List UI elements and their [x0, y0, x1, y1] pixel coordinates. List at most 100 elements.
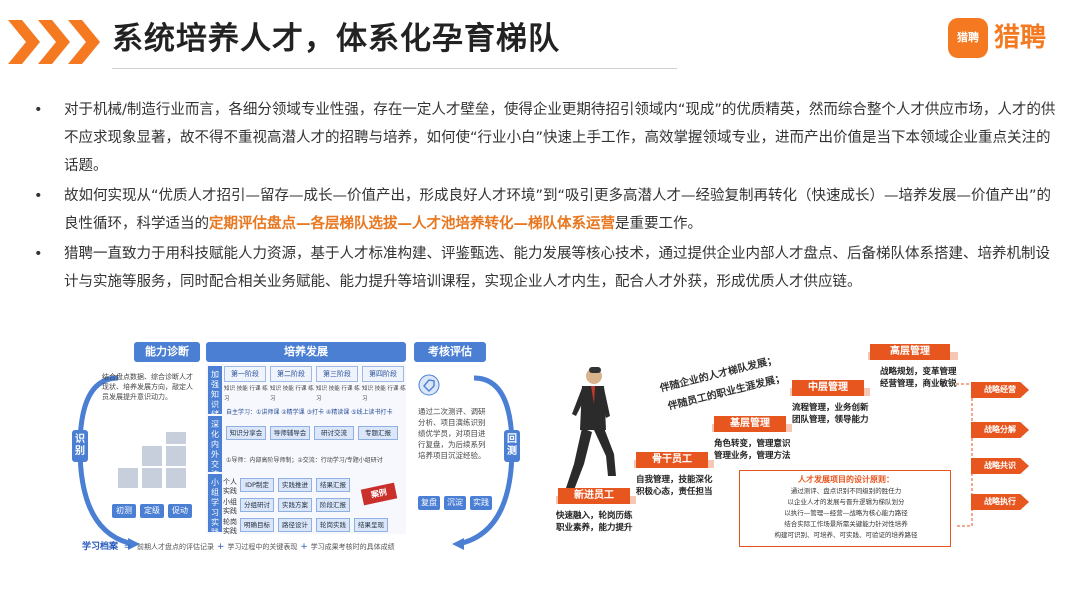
logo-box: 猎聘 [948, 18, 988, 58]
exchange-box-2: 导师辅导会 [270, 426, 310, 440]
bullet-2-text-before: 故如何实现从“优质人才招引—留存—成长—价值产出，形成良好人才环境”到“吸引更多… [64, 188, 1052, 232]
bullet-2-text-after: 是重要工作。 [615, 216, 702, 232]
learning-record: 学习档案 = 前期人才盘点的评估记录 + 学习过程中的关键表现 + 学习成果考核… [82, 540, 395, 554]
record-item-1: 前期人才盘点的评估记录 [137, 543, 215, 551]
tag-strategy-consensus: 战略共识 [971, 458, 1029, 474]
step-senior-desc-2: 经营管理，商业敏锐 [880, 379, 957, 389]
stage-2: 第二阶段 [270, 366, 312, 382]
step-backbone-desc-1: 自我管理，技能深化 [636, 475, 713, 485]
side-tag-identify: 识别 [72, 430, 88, 462]
career-ladder-diagram: 伴随企业的人才梯队发展； 伴随员工的职业生涯发展； 新进员工 快速融入，轮岗历练… [548, 330, 1068, 575]
diagnosis-text: 结合盘点数据、综合诊断人才现状、培养发展方向，敲定人员发展提升意识动力。 [102, 373, 193, 401]
practice-3-item-4: 结果呈现 [354, 518, 388, 532]
bullet-dot-icon: • [34, 188, 43, 204]
diagnosis-btn-2: 定级 [140, 504, 164, 518]
practice-1-item-2: 实践推进 [278, 478, 312, 492]
self-study-text: 自主学习：①讲师课 ②精学课 ③打卡 ④精读课 ⑤线上读书打卡 [226, 409, 393, 416]
design-item-1: 通过测评、盘点识别不同级别的胜任力 [790, 487, 902, 495]
practice-1-item-1: IDP制定 [240, 478, 274, 492]
vbar-exchange: 深化内外交流 [208, 416, 222, 479]
dashed-bracket [956, 383, 973, 527]
step-junior-desc-1: 角色转变，管理意识 [714, 439, 791, 449]
stage-3: 第三阶段 [316, 366, 358, 382]
design-item-2: 以企业人才的发展与晋升逻辑为梯队划分 [787, 498, 905, 506]
evaluation-btn-1: 复盘 [418, 496, 440, 510]
tag-strategy-operation: 战略经营 [971, 382, 1029, 398]
step-new-employee: 新进员工 [558, 488, 630, 504]
bullet-dot-icon: • [34, 246, 43, 262]
talent-development-diagram: 能力诊断 培养发展 考核评估 识别 回测 结合盘点数据、综合诊断人才现状、培养发… [72, 336, 520, 562]
design-item-3: 以执行—管理—经营—战略为核心能力路径 [784, 509, 908, 517]
practice-2-item-3: 阶段汇报 [316, 498, 350, 512]
logo-text: 猎聘 [994, 23, 1047, 53]
diagnosis-btn-3: 促动 [168, 504, 192, 518]
bullet-1: • 对于机械/制造行业而言，各细分领域专业性强，存在一定人才壁垒，使得企业更期待… [28, 96, 1058, 180]
stage-1: 第一阶段 [224, 366, 266, 382]
design-item-4: 结合实际工作场景所需关键能力针对性培养 [784, 520, 908, 528]
practice-3-item-2: 路径设计 [278, 518, 312, 532]
stage-1-sub: 知识 技能 行课 练习 [224, 386, 268, 402]
step-middle-desc-1: 流程管理，业务创新 [792, 403, 869, 413]
design-item-5: 构建可识别、可培养、可实践、可验证的培养路径 [774, 531, 918, 539]
bullet-2-highlight: 定期评估盘点—各层梯队选拔—人才池培养转化—梯队体系运营 [209, 216, 615, 232]
step-middle-mgmt: 中层管理 [792, 380, 864, 396]
record-equals: = [123, 542, 132, 552]
design-title: 人才发展项目的设计原则： [798, 475, 894, 484]
practice-label-1: 个人实践 [223, 478, 237, 495]
grid-chart-icon [118, 432, 186, 488]
bullet-dot-icon: • [34, 102, 43, 118]
evaluation-text: 通过二次测评、调研分析、项目演练识别绩优学员，对项目进行复盘，为后续系列培养项目… [418, 407, 486, 460]
practice-2-item-2: 实践方案 [278, 498, 312, 512]
evaluation-btn-2: 沉淀 [444, 496, 466, 510]
step-junior-desc-2: 管理业务，管理方法 [714, 451, 791, 461]
tag-strategy-execution: 战略执行 [971, 494, 1029, 510]
record-label: 学习档案 [82, 542, 119, 552]
step-middle-desc-2: 团队管理，领导能力 [792, 415, 869, 425]
tag-icon [418, 374, 440, 396]
practice-1-item-3: 结果汇报 [316, 478, 350, 492]
record-plus-2: + [300, 542, 308, 552]
practice-3-item-1: 明确目标 [240, 518, 274, 532]
practice-3-item-3: 轮岗实践 [316, 518, 350, 532]
step-new-desc-2: 职业素养，能力提升 [556, 523, 633, 533]
record-plus-1: + [216, 542, 225, 552]
header-evaluation: 考核评估 [414, 342, 486, 362]
exchange-box-1: 知识分享会 [226, 426, 266, 440]
stage-2-sub: 知识 技能 行课 练习 [270, 386, 314, 402]
side-tag-retest: 回测 [504, 430, 520, 462]
design-principles-box: 人才发展项目的设计原则： 通过测评、盘点识别不同级别的胜任力 以企业人才的发展与… [739, 470, 951, 547]
exchange-box-3: 研讨交流 [314, 426, 354, 440]
practice-2-item-1: 分组研讨 [240, 498, 274, 512]
chevron-arrows-icon [8, 20, 100, 64]
bullet-1-text: 对于机械/制造行业而言，各细分领域专业性强，存在一定人才壁垒，使得企业更期待招引… [64, 102, 1056, 174]
vbar-knowledge: 加强知识储备 [208, 366, 222, 429]
step-senior-mgmt: 高层管理 [870, 344, 950, 360]
bullet-3: • 猎聘一直致力于用科技赋能人力资源，基于人才标准构建、评鉴甄选、能力发展等核心… [28, 240, 1058, 296]
practice-label-3: 轮岗实践 [223, 518, 237, 535]
exchange-box-4: 专题汇报 [358, 426, 398, 440]
diagnosis-btn-1: 初测 [112, 504, 136, 518]
exchange-note: ①导师：内部高阶导师制；②交流：行动学习/专题小组研讨 [226, 457, 383, 464]
step-new-desc-1: 快速融入，轮岗历练 [556, 511, 633, 521]
record-item-3: 学习成果考核时的具体成绩 [310, 543, 395, 551]
stage-4: 第四阶段 [362, 366, 404, 382]
step-backbone: 骨干员工 [636, 452, 708, 468]
liepin-logo: 猎聘 猎聘 [948, 18, 1063, 58]
step-backbone-desc-2: 积极心态，责任担当 [636, 487, 713, 497]
bullet-3-text: 猎聘一直致力于用科技赋能人力资源，基于人才标准构建、评鉴甄选、能力发展等核心技术… [64, 246, 1050, 290]
businessman-figure [566, 367, 616, 490]
stage-3-sub: 知识 技能 行课 练习 [316, 386, 360, 402]
record-item-2: 学习过程中的关键表现 [227, 543, 298, 551]
title-divider [112, 68, 677, 69]
header-development: 培养发展 [206, 342, 406, 362]
practice-label-2: 小组实践 [223, 498, 237, 515]
page-title: 系统培养人才，体系化孕育梯队 [112, 21, 560, 57]
stage-4-sub: 知识 技能 行课 练习 [362, 386, 406, 402]
evaluation-btn-3: 实践 [470, 496, 492, 510]
vbar-practice: 小组学习实践 [208, 474, 222, 537]
bullet-2: • 故如何实现从“优质人才招引—留存—成长—价值产出，形成良好人才环境”到“吸引… [28, 182, 1058, 238]
step-junior-mgmt: 基层管理 [714, 416, 786, 432]
bullet-list: • 对于机械/制造行业而言，各细分领域专业性强，存在一定人才壁垒，使得企业更期待… [28, 96, 1058, 298]
header-diagnosis: 能力诊断 [134, 342, 200, 362]
step-senior-desc-1: 战略规划，变革管理 [880, 367, 957, 377]
